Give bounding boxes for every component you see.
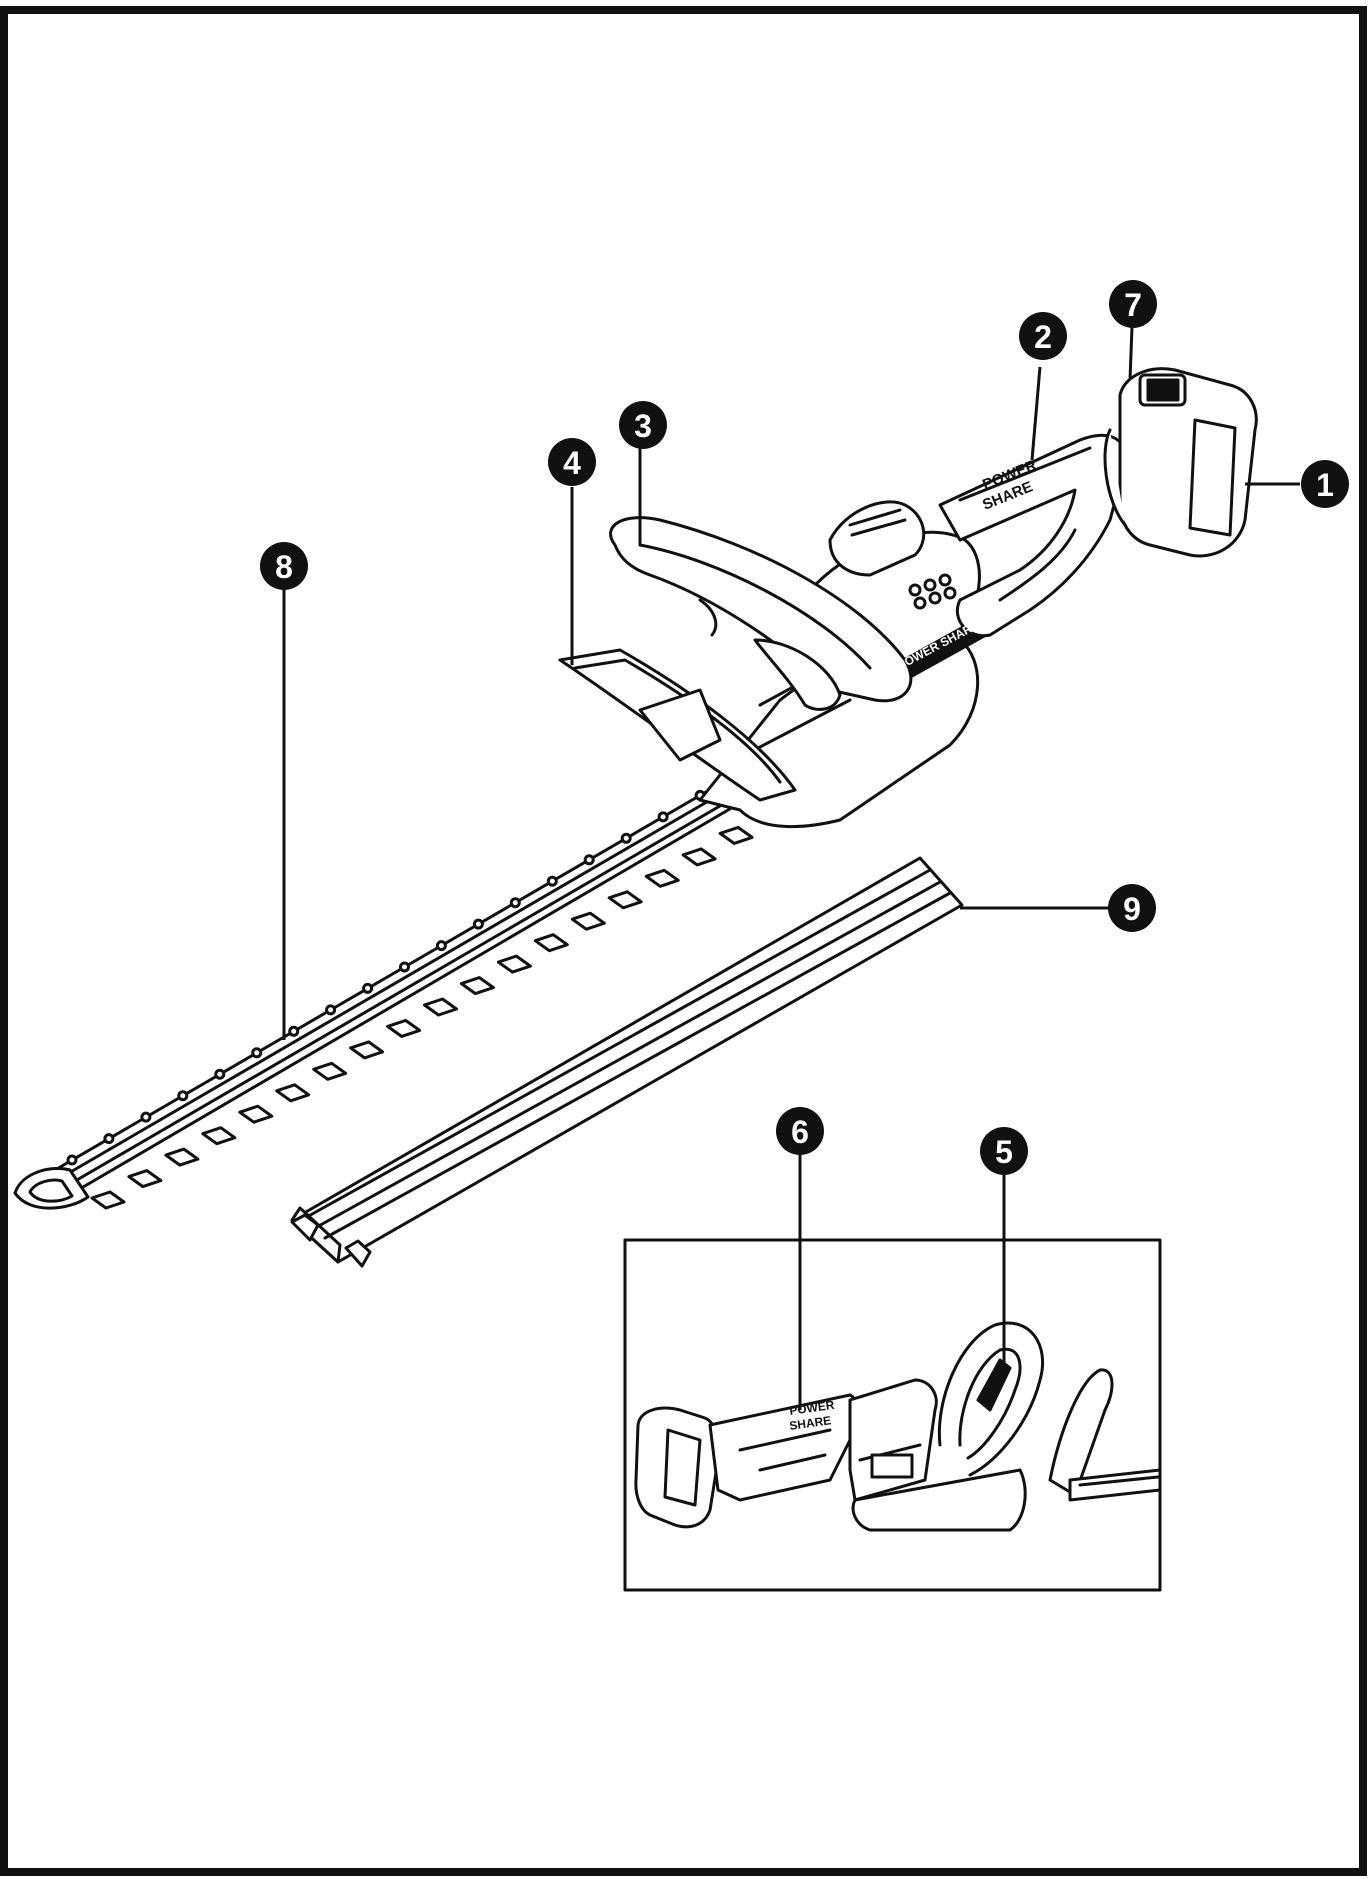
callout-badge-4: 4 (548, 438, 596, 486)
blade-upper-tooth (140, 1111, 152, 1123)
blade-upper-tooth (66, 1154, 78, 1166)
blade-lower-tooth (90, 1190, 126, 1210)
callout-label-2: 2 (1034, 319, 1052, 355)
callout-badges: 1 2 3 4 5 6 7 8 (260, 280, 1349, 1175)
blade-cover-illustration (290, 856, 964, 1268)
callout-label-3: 3 (634, 408, 652, 444)
blade-upper-tooth (362, 982, 374, 994)
callout-badge-1: 1 (1301, 460, 1349, 508)
blade-lower-tooth (423, 997, 458, 1017)
callout-label-6: 6 (791, 1114, 809, 1150)
inset-brand-bottom: SHARE (788, 1413, 832, 1433)
blade-lower-tooth (496, 954, 532, 974)
blade-upper-tooth (288, 1025, 300, 1037)
blade-upper-tooth (177, 1090, 189, 1102)
blade-lower-tooth (127, 1169, 163, 1189)
leader-line-7 (1128, 326, 1134, 381)
callout-label-7: 7 (1124, 287, 1142, 323)
callout-label-1: 1 (1316, 467, 1334, 503)
blade-lower-tooth (681, 847, 717, 867)
page-border (0, 6, 1367, 1876)
blade-lower-tooth (459, 976, 495, 996)
callout-label-9: 9 (1123, 891, 1141, 927)
blade-upper-tooth (325, 1004, 337, 1016)
callout-label-8: 8 (275, 549, 293, 585)
blade-lower-tooth (275, 1083, 311, 1103)
blade-upper-tooth (509, 897, 521, 909)
blade-upper-tooth (435, 940, 447, 952)
battery-illustration (1103, 367, 1258, 558)
blade-lower-tooth (201, 1126, 237, 1146)
blade-upper-tooth (251, 1047, 263, 1059)
blade-lower-tooth (312, 1061, 348, 1081)
blade-lower-tooth (718, 825, 754, 845)
blade-upper-tooth (657, 811, 669, 823)
blade-upper-tooth (472, 918, 484, 930)
callout-badge-9: 9 (1108, 884, 1156, 932)
blade-lower-tooth (238, 1104, 274, 1124)
blade-upper-tooth (214, 1068, 226, 1080)
inset-side-view (623, 1238, 1162, 1592)
hand-guard-illustration (558, 648, 797, 802)
blade-upper-tooth (546, 875, 558, 887)
callout-label-5: 5 (995, 1134, 1013, 1170)
hedge-trimmer-illustration (13, 367, 1258, 1268)
blade-lower-tooth (533, 933, 569, 953)
blade-illustration (13, 768, 791, 1210)
blade-upper-tooth (583, 854, 595, 866)
callout-badge-3: 3 (619, 401, 667, 449)
callout-badge-7: 7 (1109, 280, 1157, 328)
leader-lines (282, 326, 1300, 1410)
blade-lower-tooth (386, 1018, 422, 1038)
blade-upper-teeth (66, 768, 743, 1166)
blade-lower-tooth (644, 868, 680, 888)
blade-lower-tooth (607, 890, 643, 910)
front-handle-illustration (609, 516, 913, 711)
callout-badge-2: 2 (1019, 312, 1067, 360)
callout-badge-6: 6 (776, 1107, 824, 1155)
blade-lower-tooth (164, 1147, 200, 1167)
callout-badge-8: 8 (260, 542, 308, 590)
callout-label-4: 4 (563, 445, 581, 481)
leader-line-2 (1030, 366, 1042, 461)
blade-upper-tooth (399, 961, 410, 973)
blade-upper-tooth (103, 1133, 115, 1145)
callout-badge-5: 5 (980, 1127, 1028, 1175)
blade-lower-tooth (570, 911, 606, 931)
blade-upper-tooth (620, 832, 632, 844)
blade-lower-tooth (349, 1040, 385, 1060)
